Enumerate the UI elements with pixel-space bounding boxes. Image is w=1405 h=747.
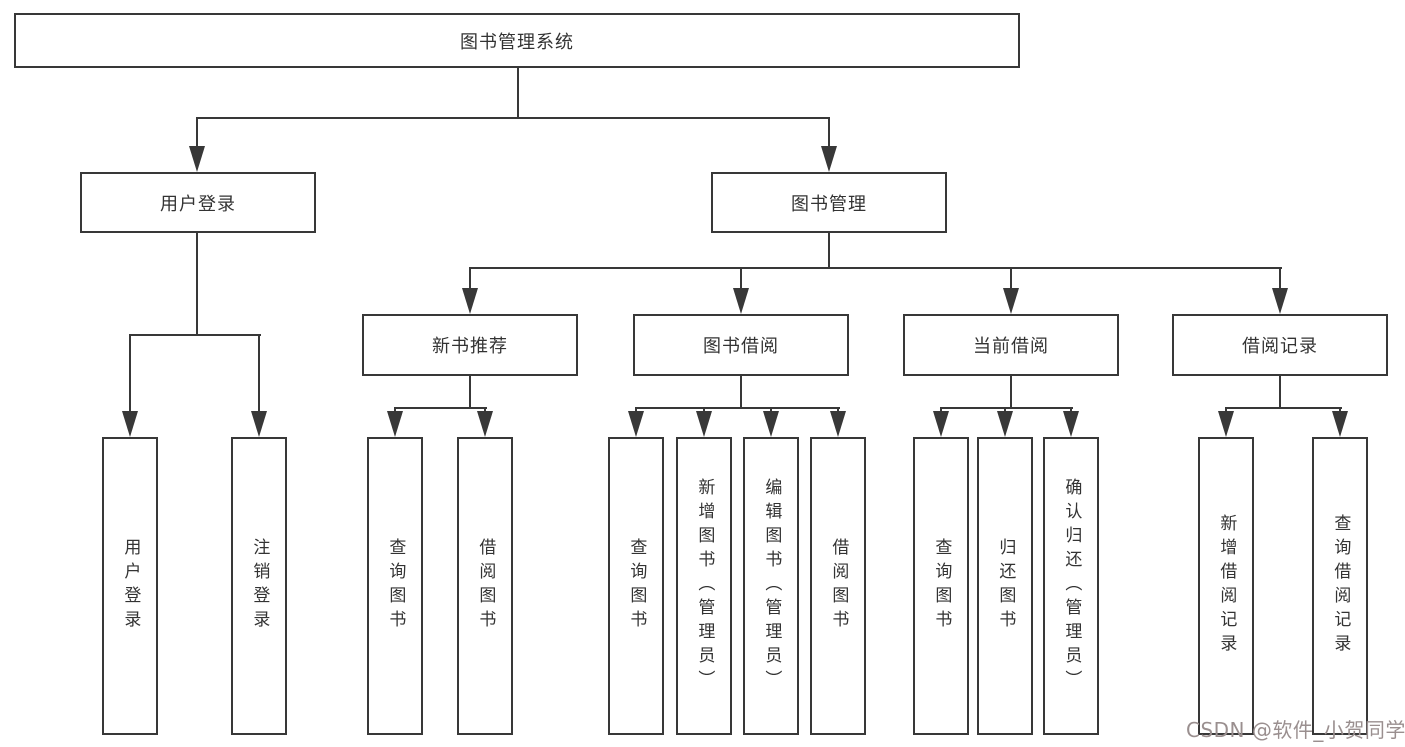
- arrowhead-down-icon: [821, 146, 837, 172]
- node-book-management: 图书管理: [711, 172, 947, 233]
- arrowhead-down-icon: [1063, 411, 1079, 437]
- leaf-user-login: 用户登录: [102, 437, 158, 735]
- connector-line: [1279, 376, 1281, 409]
- node-user-login: 用户登录: [80, 172, 316, 233]
- arrowhead-down-icon: [1003, 288, 1019, 314]
- node-book-borrowing: 图书借阅: [633, 314, 849, 376]
- arrowhead-down-icon: [1332, 411, 1348, 437]
- node-label: 确认归还（管理员）: [1061, 478, 1082, 694]
- arrowhead-down-icon: [628, 411, 644, 437]
- node-label: 新书推荐: [432, 336, 508, 357]
- leaf-confirm-return-admin: 确认归还（管理员）: [1043, 437, 1099, 735]
- node-label: 归还图书: [995, 538, 1016, 634]
- arrowhead-down-icon: [1272, 288, 1288, 314]
- arrowhead-down-icon: [830, 411, 846, 437]
- leaf-add-books-admin: 新增图书（管理员）: [676, 437, 732, 735]
- leaf-query-books-recommend: 查询图书: [367, 437, 423, 735]
- connector-line: [1010, 376, 1012, 409]
- node-label: 新增图书（管理员）: [694, 478, 715, 694]
- node-label: 借阅图书: [475, 538, 496, 634]
- arrowhead-down-icon: [477, 411, 493, 437]
- node-label: 查询借阅记录: [1330, 514, 1351, 658]
- leaf-query-borrow-record: 查询借阅记录: [1312, 437, 1368, 735]
- connector-line: [394, 407, 487, 409]
- connector-line: [740, 376, 742, 409]
- connector-line: [469, 267, 471, 290]
- connector-line: [469, 376, 471, 409]
- node-label: 借阅记录: [1242, 336, 1318, 357]
- node-label: 编辑图书（管理员）: [761, 478, 782, 694]
- leaf-borrow-books-recommend: 借阅图书: [457, 437, 513, 735]
- node-label: 借阅图书: [828, 538, 849, 634]
- node-current-borrowing: 当前借阅: [903, 314, 1119, 376]
- connector-line: [740, 267, 742, 290]
- node-label: 图书管理系统: [460, 31, 574, 53]
- node-label: 图书管理: [791, 193, 867, 215]
- connector-line: [1279, 267, 1281, 290]
- node-label: 图书借阅: [703, 336, 779, 357]
- connector-line: [469, 267, 1282, 269]
- connector-line: [129, 334, 131, 414]
- node-borrowing-records: 借阅记录: [1172, 314, 1388, 376]
- arrowhead-down-icon: [696, 411, 712, 437]
- leaf-query-books-borrowing: 查询图书: [608, 437, 664, 735]
- arrowhead-down-icon: [251, 411, 267, 437]
- connector-line: [828, 117, 830, 149]
- node-root-library-management-system: 图书管理系统: [14, 13, 1020, 68]
- node-label: 当前借阅: [973, 336, 1049, 357]
- connector-line: [517, 68, 519, 118]
- node-label: 用户登录: [160, 193, 236, 215]
- leaf-add-borrow-record: 新增借阅记录: [1198, 437, 1254, 735]
- arrowhead-down-icon: [933, 411, 949, 437]
- arrowhead-down-icon: [763, 411, 779, 437]
- node-label: 新增借阅记录: [1216, 514, 1237, 658]
- arrowhead-down-icon: [462, 288, 478, 314]
- leaf-return-books: 归还图书: [977, 437, 1033, 735]
- connector-line: [1010, 267, 1012, 290]
- leaf-edit-books-admin: 编辑图书（管理员）: [743, 437, 799, 735]
- arrowhead-down-icon: [387, 411, 403, 437]
- arrowhead-down-icon: [122, 411, 138, 437]
- node-label: 查询图书: [931, 538, 952, 634]
- connector-line: [196, 117, 198, 149]
- arrowhead-down-icon: [997, 411, 1013, 437]
- connector-line: [196, 117, 830, 119]
- connector-line: [196, 233, 198, 336]
- connector-line: [940, 407, 1073, 409]
- arrowhead-down-icon: [189, 146, 205, 172]
- node-label: 用户登录: [120, 538, 141, 634]
- connector-line: [828, 233, 830, 269]
- connector-line: [258, 334, 260, 414]
- leaf-borrow-books: 借阅图书: [810, 437, 866, 735]
- connector-line: [635, 407, 840, 409]
- leaf-query-books-current: 查询图书: [913, 437, 969, 735]
- arrowhead-down-icon: [1218, 411, 1234, 437]
- node-label: 查询图书: [385, 538, 406, 634]
- node-new-book-recommendation: 新书推荐: [362, 314, 578, 376]
- connector-line: [1225, 407, 1342, 409]
- node-label: 注销登录: [249, 538, 270, 634]
- csdn-watermark: CSDN @软件_小贺同学: [1186, 718, 1405, 742]
- connector-line: [129, 334, 261, 336]
- node-label: 查询图书: [626, 538, 647, 634]
- leaf-logout: 注销登录: [231, 437, 287, 735]
- arrowhead-down-icon: [733, 288, 749, 314]
